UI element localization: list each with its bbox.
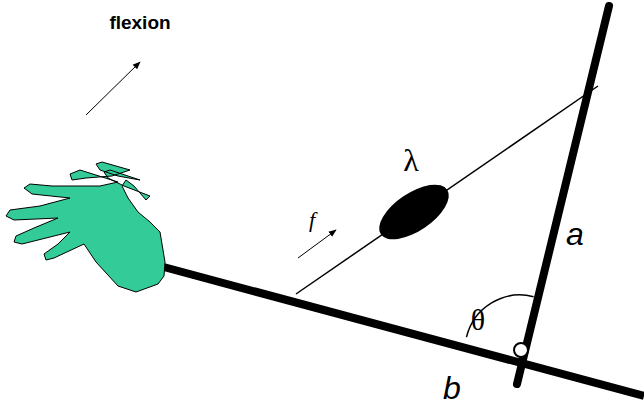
angle-label: θ [471,305,485,335]
upper-arm-segment [517,6,609,384]
segment-label: b [443,372,461,404]
muscle-belly [370,174,458,250]
angle-arc [467,295,534,337]
forearm-segment [160,266,644,396]
segment-label: a [566,218,584,250]
force-arrow [298,230,336,258]
flexion-arrow [86,62,140,115]
force-label: f [309,209,315,231]
muscle-label: λ [403,144,419,176]
hand-shape [6,162,165,292]
elbow-joint [514,343,528,357]
motion-label: flexion [109,13,170,32]
muscle-line [296,86,598,294]
